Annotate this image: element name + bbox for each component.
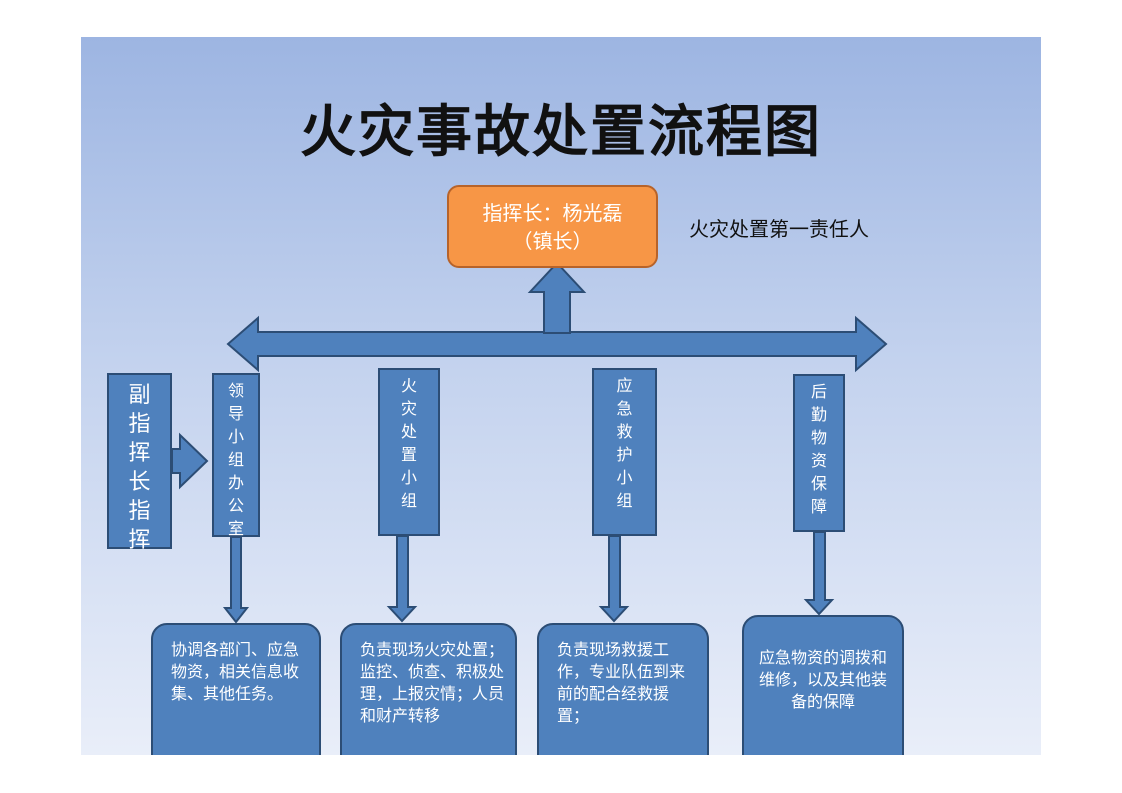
commander-position: （镇长） bbox=[512, 229, 593, 253]
group-char: 护 bbox=[616, 445, 633, 464]
commander-box: 指挥长：杨光磊 （镇长） bbox=[447, 185, 658, 268]
connector-arrows bbox=[171, 261, 888, 624]
group-char: 后 bbox=[810, 382, 827, 401]
group-char: 应 bbox=[616, 376, 633, 395]
group-box-leadership-office: 领 导 小 组 办 公 室 bbox=[212, 373, 260, 538]
task-box-rescue: 负责现场救援工作，专业队伍到来前的配合经救援置； bbox=[537, 623, 709, 755]
up-arrow-to-commander bbox=[527, 261, 587, 334]
slide-background: 火灾事故处置流程图 指挥长：杨光磊 （镇长） 火灾处置第一责任人 副 指 挥 长… bbox=[81, 37, 1041, 755]
deputy-char: 指 bbox=[128, 412, 151, 437]
deputy-char: 指 bbox=[128, 499, 151, 524]
group-char: 火 bbox=[400, 376, 417, 395]
horizontal-double-arrow bbox=[226, 315, 888, 373]
deputy-char: 副 bbox=[128, 383, 151, 408]
deputy-commander-box: 副 指 挥 长 指 挥 bbox=[107, 373, 172, 553]
commander-note: 火灾处置第一责任人 bbox=[689, 217, 869, 241]
group-char: 小 bbox=[616, 468, 633, 487]
group-char: 组 bbox=[400, 491, 417, 510]
group-char: 小 bbox=[400, 468, 417, 487]
group-char: 组 bbox=[616, 491, 633, 510]
group-char: 导 bbox=[227, 404, 244, 423]
group-char: 急 bbox=[616, 399, 633, 418]
page-title: 火灾事故处置流程图 bbox=[300, 100, 822, 165]
group-char: 障 bbox=[810, 497, 827, 516]
group-char: 室 bbox=[227, 519, 244, 538]
task-box-logistics: 应急物资的调拨和维修，以及其他装备的保障 bbox=[742, 615, 904, 755]
group-char: 资 bbox=[810, 451, 827, 470]
group-char: 置 bbox=[400, 445, 417, 464]
group-char: 救 bbox=[616, 422, 633, 441]
deputy-char: 长 bbox=[128, 470, 151, 495]
group-char: 灾 bbox=[400, 399, 417, 418]
group-char: 领 bbox=[227, 381, 244, 400]
down-arrow-group-1 bbox=[222, 536, 250, 624]
group-char: 保 bbox=[810, 474, 827, 493]
down-arrow-group-2 bbox=[386, 535, 418, 623]
group-char: 办 bbox=[227, 473, 244, 492]
group-char: 小 bbox=[227, 427, 244, 446]
group-char: 处 bbox=[400, 422, 417, 441]
group-char: 组 bbox=[227, 450, 244, 469]
task-box-coordination: 协调各部门、应急物资，相关信息收集、其他任务。 bbox=[151, 623, 321, 755]
group-box-logistics: 后 勤 物 资 保 障 bbox=[793, 374, 845, 532]
deputy-char: 挥 bbox=[128, 528, 151, 553]
group-char: 物 bbox=[810, 428, 827, 447]
down-arrow-group-4 bbox=[803, 531, 835, 616]
down-arrow-group-3 bbox=[598, 535, 630, 623]
group-box-emergency-rescue: 应 急 救 护 小 组 bbox=[592, 368, 657, 536]
commander-name: 指挥长：杨光磊 bbox=[482, 201, 623, 225]
task-box-fire-handling: 负责现场火灾处置；监控、侦查、积极处理，上报灾情；人员和财产转移 bbox=[340, 623, 517, 755]
group-box-fire-handling: 火 灾 处 置 小 组 bbox=[378, 368, 440, 536]
deputy-arrow bbox=[171, 432, 209, 490]
group-char: 公 bbox=[227, 496, 244, 515]
deputy-char: 挥 bbox=[128, 441, 151, 466]
group-char: 勤 bbox=[810, 405, 827, 424]
